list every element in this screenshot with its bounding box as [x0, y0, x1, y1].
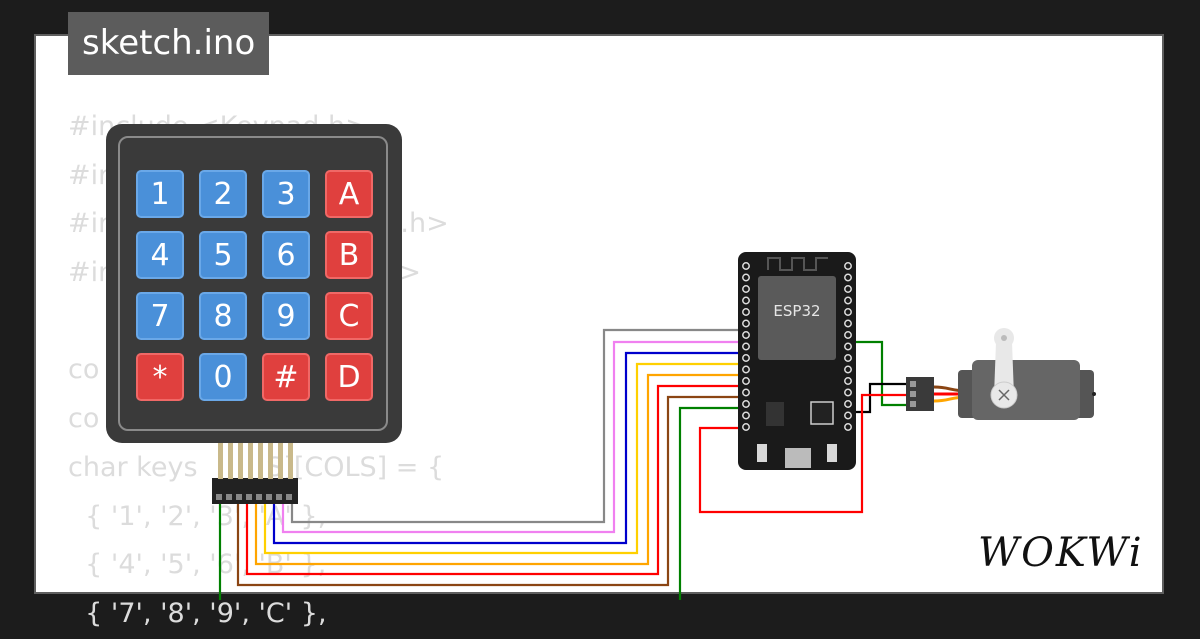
key-3[interactable]: 3: [262, 170, 310, 218]
esp32-pin[interactable]: [742, 296, 750, 305]
wire-brown[interactable]: [236, 395, 740, 587]
esp32-pin[interactable]: [844, 411, 852, 420]
esp32-pin[interactable]: [844, 388, 852, 397]
keypad-connector: [212, 443, 298, 504]
servo-motor[interactable]: [958, 328, 1096, 420]
key-D[interactable]: D: [325, 353, 373, 401]
esp32-pin[interactable]: [844, 400, 852, 408]
esp32-module: [758, 276, 836, 360]
esp32-pin[interactable]: [742, 331, 750, 339]
wire-servo-red[interactable]: [698, 393, 910, 514]
esp32-pin[interactable]: [742, 308, 750, 316]
wire-gray[interactable]: [290, 328, 740, 524]
key-A[interactable]: A: [325, 170, 373, 218]
esp32-chip-label: ESP32: [773, 302, 820, 320]
esp32-pin[interactable]: [844, 342, 852, 351]
boot-button[interactable]: [757, 444, 767, 462]
wire-pink[interactable]: [281, 340, 740, 534]
key-6[interactable]: 6: [262, 231, 310, 279]
esp32-pin[interactable]: [742, 354, 750, 362]
key-4[interactable]: 4: [136, 231, 184, 279]
key-5[interactable]: 5: [199, 231, 247, 279]
file-tab[interactable]: sketch.ino: [68, 12, 270, 75]
wire-servo-green[interactable]: [850, 340, 910, 407]
esp32-pin[interactable]: [742, 423, 750, 431]
esp32-pin[interactable]: [844, 354, 852, 362]
key-C[interactable]: C: [325, 292, 373, 340]
key-8[interactable]: 8: [199, 292, 247, 340]
usb-port: [785, 448, 811, 468]
esp32-pin[interactable]: [742, 342, 750, 351]
esp32-pin[interactable]: [844, 423, 852, 431]
esp32-board[interactable]: ESP32: [738, 252, 856, 470]
esp32-pin[interactable]: [742, 377, 750, 385]
esp32-pin[interactable]: [742, 319, 750, 328]
code-line: char keys S][COLS] = {: [68, 451, 445, 483]
key-7[interactable]: 7: [136, 292, 184, 340]
servo-screw-icon: [998, 389, 1010, 401]
esp32-pin[interactable]: [844, 308, 852, 316]
esp32-pin[interactable]: [844, 262, 852, 270]
esp32-pin[interactable]: [742, 365, 750, 374]
reset-button[interactable]: [827, 444, 837, 462]
wire-yellow[interactable]: [263, 362, 740, 555]
code-line: { '7', '8', '9', 'C' },: [68, 597, 327, 629]
wire-green[interactable]: [218, 406, 740, 600]
antenna-trace-icon: [767, 257, 828, 271]
esp32-pin[interactable]: [742, 273, 750, 282]
wire-red[interactable]: [245, 384, 740, 576]
esp32-pin[interactable]: [742, 262, 750, 270]
wire-orange[interactable]: [254, 373, 740, 566]
key-0[interactable]: 0: [199, 353, 247, 401]
esp32-pin[interactable]: [742, 285, 750, 293]
esp32-pin[interactable]: [742, 388, 750, 397]
key-2[interactable]: 2: [199, 170, 247, 218]
key-1[interactable]: 1: [136, 170, 184, 218]
esp32-pin[interactable]: [844, 331, 852, 339]
wokwi-logo: WOKWi: [978, 530, 1144, 576]
esp32-pin[interactable]: [844, 296, 852, 305]
esp32-pin[interactable]: [844, 365, 852, 374]
esp32-pin[interactable]: [844, 319, 852, 328]
key-9[interactable]: 9: [262, 292, 310, 340]
key-B[interactable]: B: [325, 231, 373, 279]
esp32-pin[interactable]: [844, 285, 852, 293]
esp32-pin[interactable]: [742, 411, 750, 420]
esp32-pin[interactable]: [844, 273, 852, 282]
esp32-pin[interactable]: [742, 400, 750, 408]
wire-blue[interactable]: [272, 351, 740, 545]
wire-servo-black[interactable]: [850, 382, 910, 414]
key-#[interactable]: #: [262, 353, 310, 401]
esp32-pin[interactable]: [844, 377, 852, 385]
key-*[interactable]: *: [136, 353, 184, 401]
